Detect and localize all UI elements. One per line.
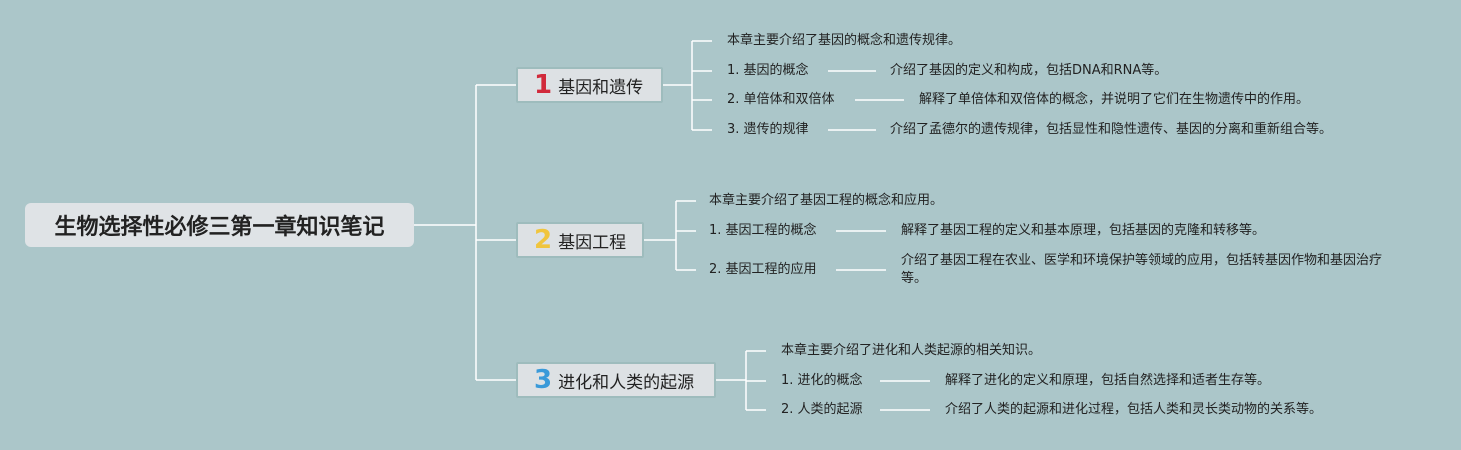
branch-number-2: 2	[534, 225, 553, 255]
branch-node-3[interactable]: 3 进化和人类的起源	[516, 362, 716, 398]
branch-2-item-2-label[interactable]: 2. 基因工程的应用	[709, 262, 817, 277]
root-title: 生物选择性必修三第一章知识笔记	[54, 215, 385, 240]
branch-1-item-3-label[interactable]: 3. 遗传的规律	[727, 122, 809, 137]
branch-number-1: 1	[534, 70, 553, 100]
branch-3-item-2-label[interactable]: 2. 人类的起源	[781, 402, 863, 417]
branch-node-1[interactable]: 1 基因和遗传	[516, 67, 663, 103]
branch-3-item-1-desc[interactable]: 解释了进化的定义和原理，包括自然选择和适者生存等。	[945, 373, 1271, 388]
branch-title-2: 基因工程	[558, 232, 627, 253]
branch-1-item-1-desc[interactable]: 介绍了基因的定义和构成，包括DNA和RNA等。	[890, 63, 1168, 78]
branch-number-3: 3	[534, 365, 553, 395]
branch-title-3: 进化和人类的起源	[558, 372, 695, 393]
branch-1-item-2-desc[interactable]: 解释了单倍体和双倍体的概念，并说明了它们在生物遗传中的作用。	[919, 92, 1310, 107]
branch-2-item-2-desc[interactable]: 介绍了基因工程在农业、医学和环境保护等领域的应用，包括转基因作物和基因治疗等。	[901, 253, 1383, 286]
branch-2-item-1-desc[interactable]: 解释了基因工程的定义和基本原理，包括基因的克隆和转移等。	[901, 223, 1266, 238]
branch-1-item-2-label[interactable]: 2. 单倍体和双倍体	[727, 92, 835, 107]
branch-1-item-3-desc[interactable]: 介绍了孟德尔的遗传规律，包括显性和隐性遗传、基因的分离和重新组合等。	[890, 122, 1333, 137]
root-node[interactable]: 生物选择性必修三第一章知识笔记	[25, 203, 414, 247]
branch-3-item-1-label[interactable]: 1. 进化的概念	[781, 373, 863, 388]
branch-2-item-1-label[interactable]: 1. 基因工程的概念	[709, 223, 817, 238]
branch-title-1: 基因和遗传	[558, 77, 644, 98]
branch-1-item-1-label[interactable]: 1. 基因的概念	[727, 63, 809, 78]
branch-1-intro[interactable]: 本章主要介绍了基因的概念和遗传规律。	[727, 33, 962, 48]
branch-3-intro[interactable]: 本章主要介绍了进化和人类起源的相关知识。	[781, 343, 1042, 358]
branch-3-item-2-desc[interactable]: 介绍了人类的起源和进化过程，包括人类和灵长类动物的关系等。	[945, 402, 1323, 417]
branch-2-intro[interactable]: 本章主要介绍了基因工程的概念和应用。	[709, 193, 944, 208]
branch-node-2[interactable]: 2 基因工程	[516, 222, 644, 258]
